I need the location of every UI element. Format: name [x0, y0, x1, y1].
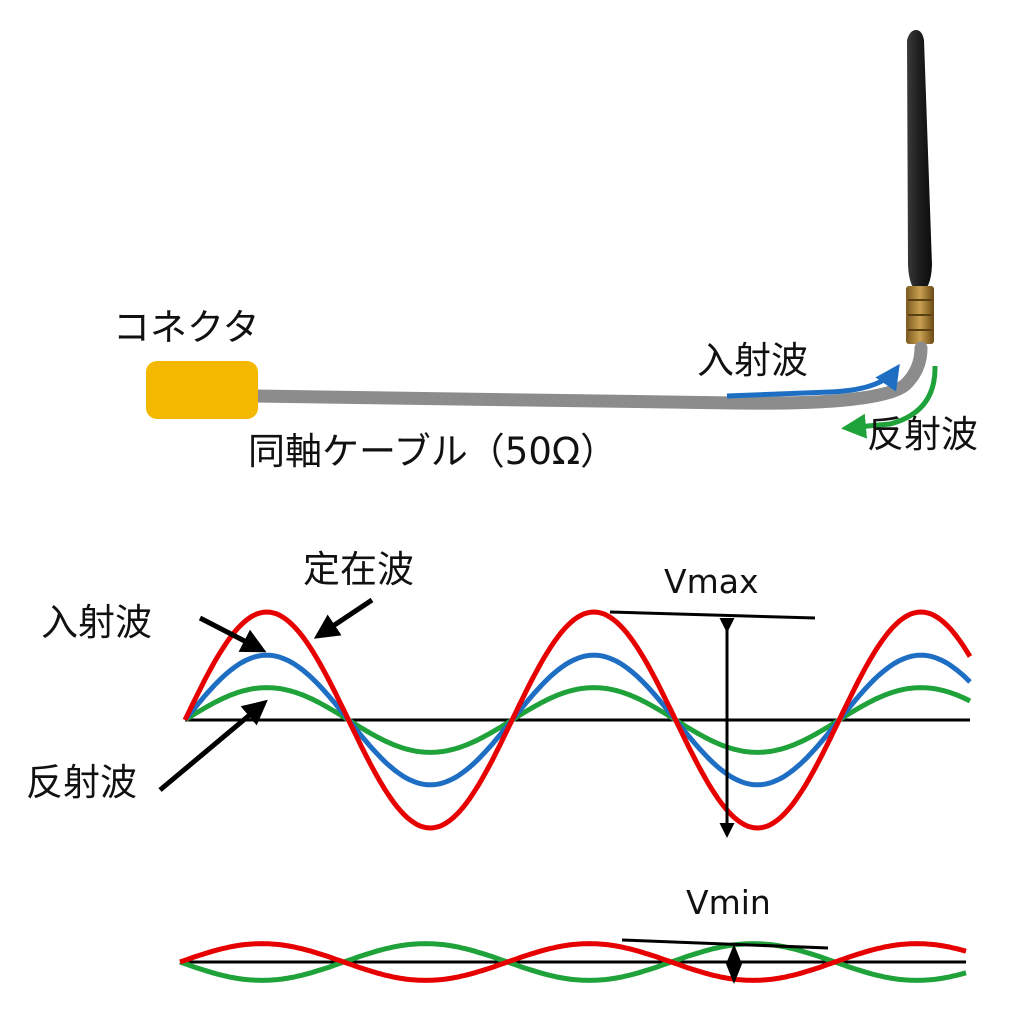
reflected-pointer-arrow — [158, 699, 268, 792]
reflected-wave-label-top: 反射波 — [867, 413, 978, 456]
incident-wave-label-mid: 入射波 — [41, 601, 152, 644]
connector-block — [146, 361, 258, 419]
vmin-label: Vmin — [686, 883, 771, 922]
cable-label: 同軸ケーブル（50Ω） — [248, 430, 617, 473]
incident-arrow-top — [726, 363, 900, 399]
coax-cable — [248, 341, 928, 410]
connector-label: コネクタ — [113, 306, 260, 349]
reflected-wave-label-mid: 反射波 — [26, 761, 137, 804]
standing-pointer-arrow — [313, 597, 374, 639]
standing-wave-curve — [182, 609, 973, 831]
vmin-dimension-mark — [726, 944, 742, 984]
bottom-red-wave-curve — [179, 941, 967, 983]
vmin-reference-line — [621, 938, 829, 950]
antenna — [906, 30, 934, 344]
reflected-arrow-top — [841, 365, 938, 439]
incident-wave-label-top: 入射波 — [697, 339, 808, 382]
standing-wave-label: 定在波 — [303, 548, 414, 591]
incident-pointer-arrow — [198, 615, 267, 653]
vmax-label: Vmax — [664, 562, 758, 601]
vmax-reference-line — [609, 610, 816, 620]
